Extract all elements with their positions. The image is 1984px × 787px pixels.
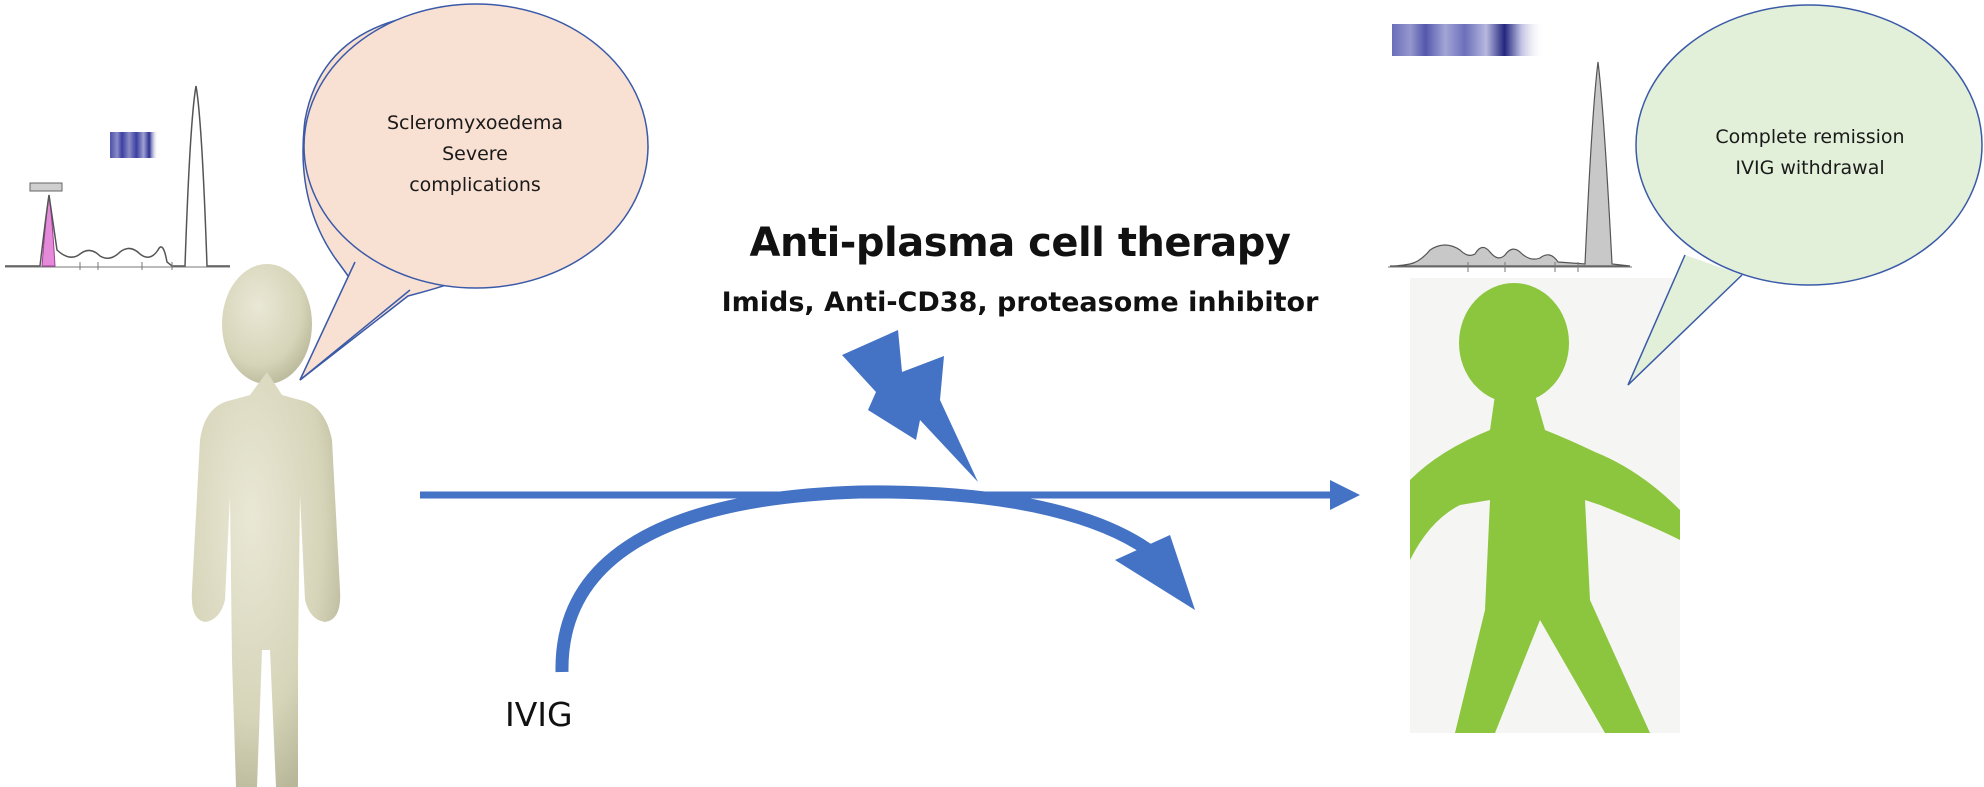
left-bubble-text: Scleromyxoedema Severe complications bbox=[330, 108, 620, 201]
left-trace-marker bbox=[29, 182, 63, 192]
therapy-subtitle: Imids, Anti-CD38, proteasome inhibitor bbox=[721, 287, 1319, 318]
right-bubble-text: Complete remission IVIG withdrawal bbox=[1660, 122, 1960, 184]
left-electrophoresis-trace-icon bbox=[5, 85, 230, 270]
right-bubble-line: IVIG withdrawal bbox=[1735, 157, 1885, 179]
left-bubble-line: complications bbox=[409, 174, 541, 196]
right-person-icon bbox=[1410, 283, 1680, 733]
left-bubble-line: Severe bbox=[442, 143, 508, 165]
right-gel-band bbox=[1392, 24, 1544, 56]
left-gel-band bbox=[110, 132, 158, 158]
left-speech-bubble-body bbox=[303, 3, 649, 289]
therapy-title: Anti-plasma cell therapy bbox=[749, 220, 1291, 266]
left-person-icon bbox=[191, 264, 341, 787]
ivig-curved-arrow bbox=[555, 485, 1195, 673]
left-trace-line bbox=[5, 85, 230, 267]
right-bubble-line: Complete remission bbox=[1715, 126, 1905, 148]
right-electrophoresis-trace-icon bbox=[1388, 24, 1632, 272]
right-trace-area bbox=[1389, 61, 1631, 267]
right-speech-bubble-body bbox=[1635, 4, 1983, 286]
ivig-label: IVIG bbox=[505, 695, 573, 734]
left-bubble-line: Scleromyxoedema bbox=[386, 112, 564, 134]
lightning-bolt-icon bbox=[842, 330, 978, 482]
